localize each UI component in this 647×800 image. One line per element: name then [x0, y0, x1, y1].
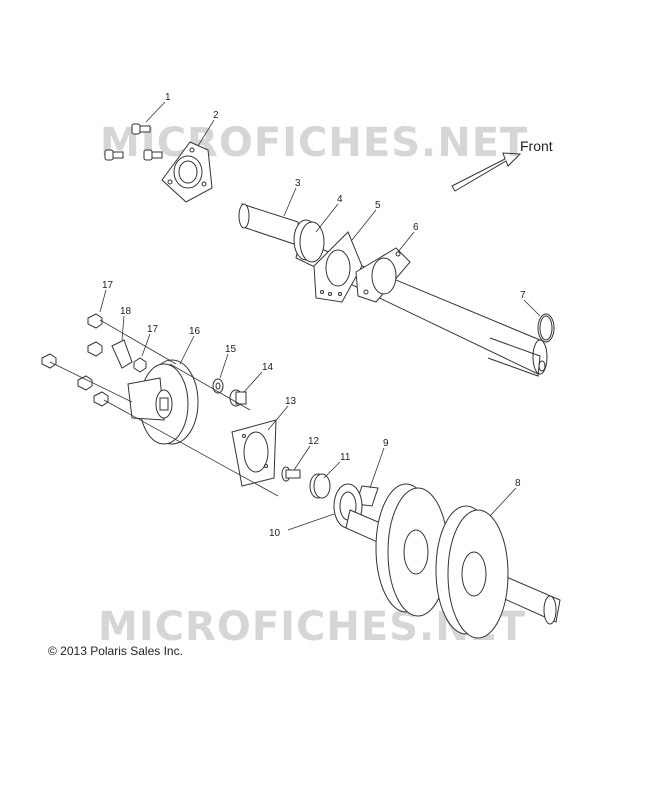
callout-16: 16 — [189, 326, 201, 337]
drive-sprocket-8-icon — [345, 483, 561, 639]
callout-15: 15 — [225, 344, 237, 355]
bearing-11-icon — [309, 473, 331, 499]
callout-6: 6 — [413, 222, 419, 233]
flange-6-icon — [355, 247, 411, 303]
callout-2: 2 — [213, 110, 219, 121]
callout-3: 3 — [295, 178, 301, 189]
upper-shaft-3-icon — [238, 203, 548, 377]
callout-7: 7 — [520, 290, 526, 301]
callout-12: 12 — [308, 436, 320, 447]
callout-4: 4 — [337, 194, 343, 205]
hub-16-icon — [127, 359, 199, 445]
nut-17-icon — [41, 313, 147, 407]
callout-17: 17 — [102, 280, 114, 291]
bolt-1-icon — [104, 123, 163, 161]
callout-10: 10 — [269, 528, 281, 539]
washer-15-icon — [212, 378, 224, 394]
front-direction-label: Front — [520, 138, 553, 154]
callout-11: 11 — [340, 452, 351, 463]
bolt-12-icon — [281, 466, 301, 482]
bracket-18-icon — [111, 339, 133, 369]
copyright-text: © 2013 Polaris Sales Inc. — [48, 644, 183, 658]
assembly-lines — [49, 319, 279, 497]
bearing-flange-2-icon — [161, 141, 213, 203]
plate-13-icon — [231, 419, 277, 487]
callout-14: 14 — [262, 362, 274, 373]
o-ring-7-icon — [537, 313, 555, 343]
front-arrow-icon — [451, 152, 522, 192]
bearing-4-icon — [293, 219, 325, 263]
bolt-14-icon — [229, 389, 247, 407]
callout-17-second: 17 — [147, 324, 159, 335]
callout-13: 13 — [285, 396, 297, 407]
callout-1: 1 — [165, 92, 171, 103]
leader-lines — [99, 101, 541, 531]
callout-18: 18 — [120, 306, 132, 317]
flange-5-icon — [313, 231, 363, 303]
callout-9: 9 — [383, 438, 389, 449]
callout-5: 5 — [375, 200, 381, 211]
callout-8: 8 — [515, 478, 521, 489]
watermark-top: MICROFICHES.NET — [100, 120, 529, 166]
